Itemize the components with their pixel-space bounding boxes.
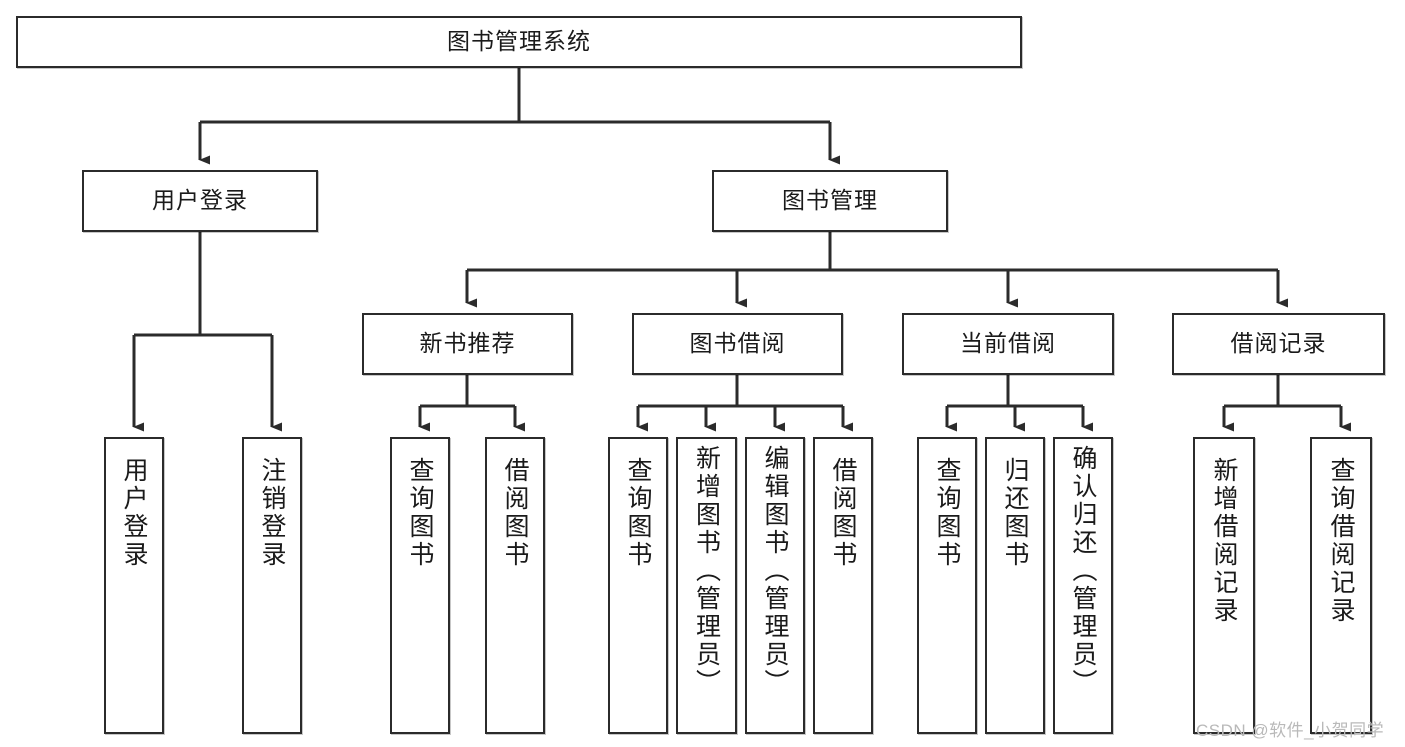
node-leaf-edit-book-admin-label: 编辑图书（管理员） bbox=[761, 445, 789, 697]
node-current-borrow[interactable]: 当前借阅 bbox=[902, 313, 1114, 375]
node-current-borrow-label: 当前借阅 bbox=[960, 330, 1056, 357]
node-leaf-borrow-book-new[interactable]: 借阅图书 bbox=[485, 437, 545, 734]
node-leaf-query-book-new[interactable]: 查询图书 bbox=[390, 437, 450, 734]
node-leaf-add-borrow-record[interactable]: 新增借阅记录 bbox=[1193, 437, 1255, 734]
node-leaf-query-book-current[interactable]: 查询图书 bbox=[917, 437, 977, 734]
node-leaf-query-borrow-record[interactable]: 查询借阅记录 bbox=[1310, 437, 1372, 734]
node-leaf-user-logout[interactable]: 注销登录 bbox=[242, 437, 302, 734]
node-leaf-query-book-current-label: 查询图书 bbox=[933, 457, 961, 569]
node-leaf-query-borrow-record-label: 查询借阅记录 bbox=[1327, 457, 1355, 625]
node-book-manage[interactable]: 图书管理 bbox=[712, 170, 948, 232]
node-user-login-label: 用户登录 bbox=[152, 187, 248, 214]
node-leaf-add-book-admin[interactable]: 新增图书（管理员） bbox=[676, 437, 737, 734]
node-new-book-recommend[interactable]: 新书推荐 bbox=[362, 313, 573, 375]
node-leaf-user-logout-label: 注销登录 bbox=[258, 457, 286, 569]
node-leaf-borrow-book-label: 借阅图书 bbox=[829, 457, 857, 569]
node-leaf-query-book-borrow[interactable]: 查询图书 bbox=[608, 437, 668, 734]
node-leaf-borrow-book[interactable]: 借阅图书 bbox=[813, 437, 873, 734]
node-leaf-query-book-borrow-label: 查询图书 bbox=[624, 457, 652, 569]
node-root[interactable]: 图书管理系统 bbox=[16, 16, 1022, 68]
node-book-borrow-label: 图书借阅 bbox=[689, 330, 786, 357]
node-borrow-record-label: 借阅记录 bbox=[1230, 330, 1327, 357]
node-leaf-confirm-return-admin[interactable]: 确认归还（管理员） bbox=[1053, 437, 1113, 734]
node-user-login[interactable]: 用户登录 bbox=[82, 170, 318, 232]
node-book-borrow[interactable]: 图书借阅 bbox=[632, 313, 843, 375]
watermark: CSDN @软件_小贺同学 bbox=[1196, 721, 1385, 740]
node-leaf-add-borrow-record-label: 新增借阅记录 bbox=[1210, 457, 1238, 625]
node-leaf-borrow-book-new-label: 借阅图书 bbox=[501, 457, 529, 569]
node-leaf-edit-book-admin[interactable]: 编辑图书（管理员） bbox=[745, 437, 805, 734]
node-leaf-user-login-label: 用户登录 bbox=[120, 457, 148, 569]
node-leaf-return-book-label: 归还图书 bbox=[1001, 457, 1029, 569]
node-borrow-record[interactable]: 借阅记录 bbox=[1172, 313, 1385, 375]
node-leaf-query-book-new-label: 查询图书 bbox=[406, 457, 434, 569]
node-root-label: 图书管理系统 bbox=[447, 28, 591, 55]
node-book-manage-label: 图书管理 bbox=[782, 187, 878, 214]
node-leaf-user-login[interactable]: 用户登录 bbox=[104, 437, 164, 734]
node-leaf-add-book-admin-label: 新增图书（管理员） bbox=[692, 445, 721, 697]
node-leaf-confirm-return-admin-label: 确认归还（管理员） bbox=[1069, 445, 1097, 697]
node-new-book-recommend-label: 新书推荐 bbox=[419, 330, 516, 357]
node-leaf-return-book[interactable]: 归还图书 bbox=[985, 437, 1045, 734]
